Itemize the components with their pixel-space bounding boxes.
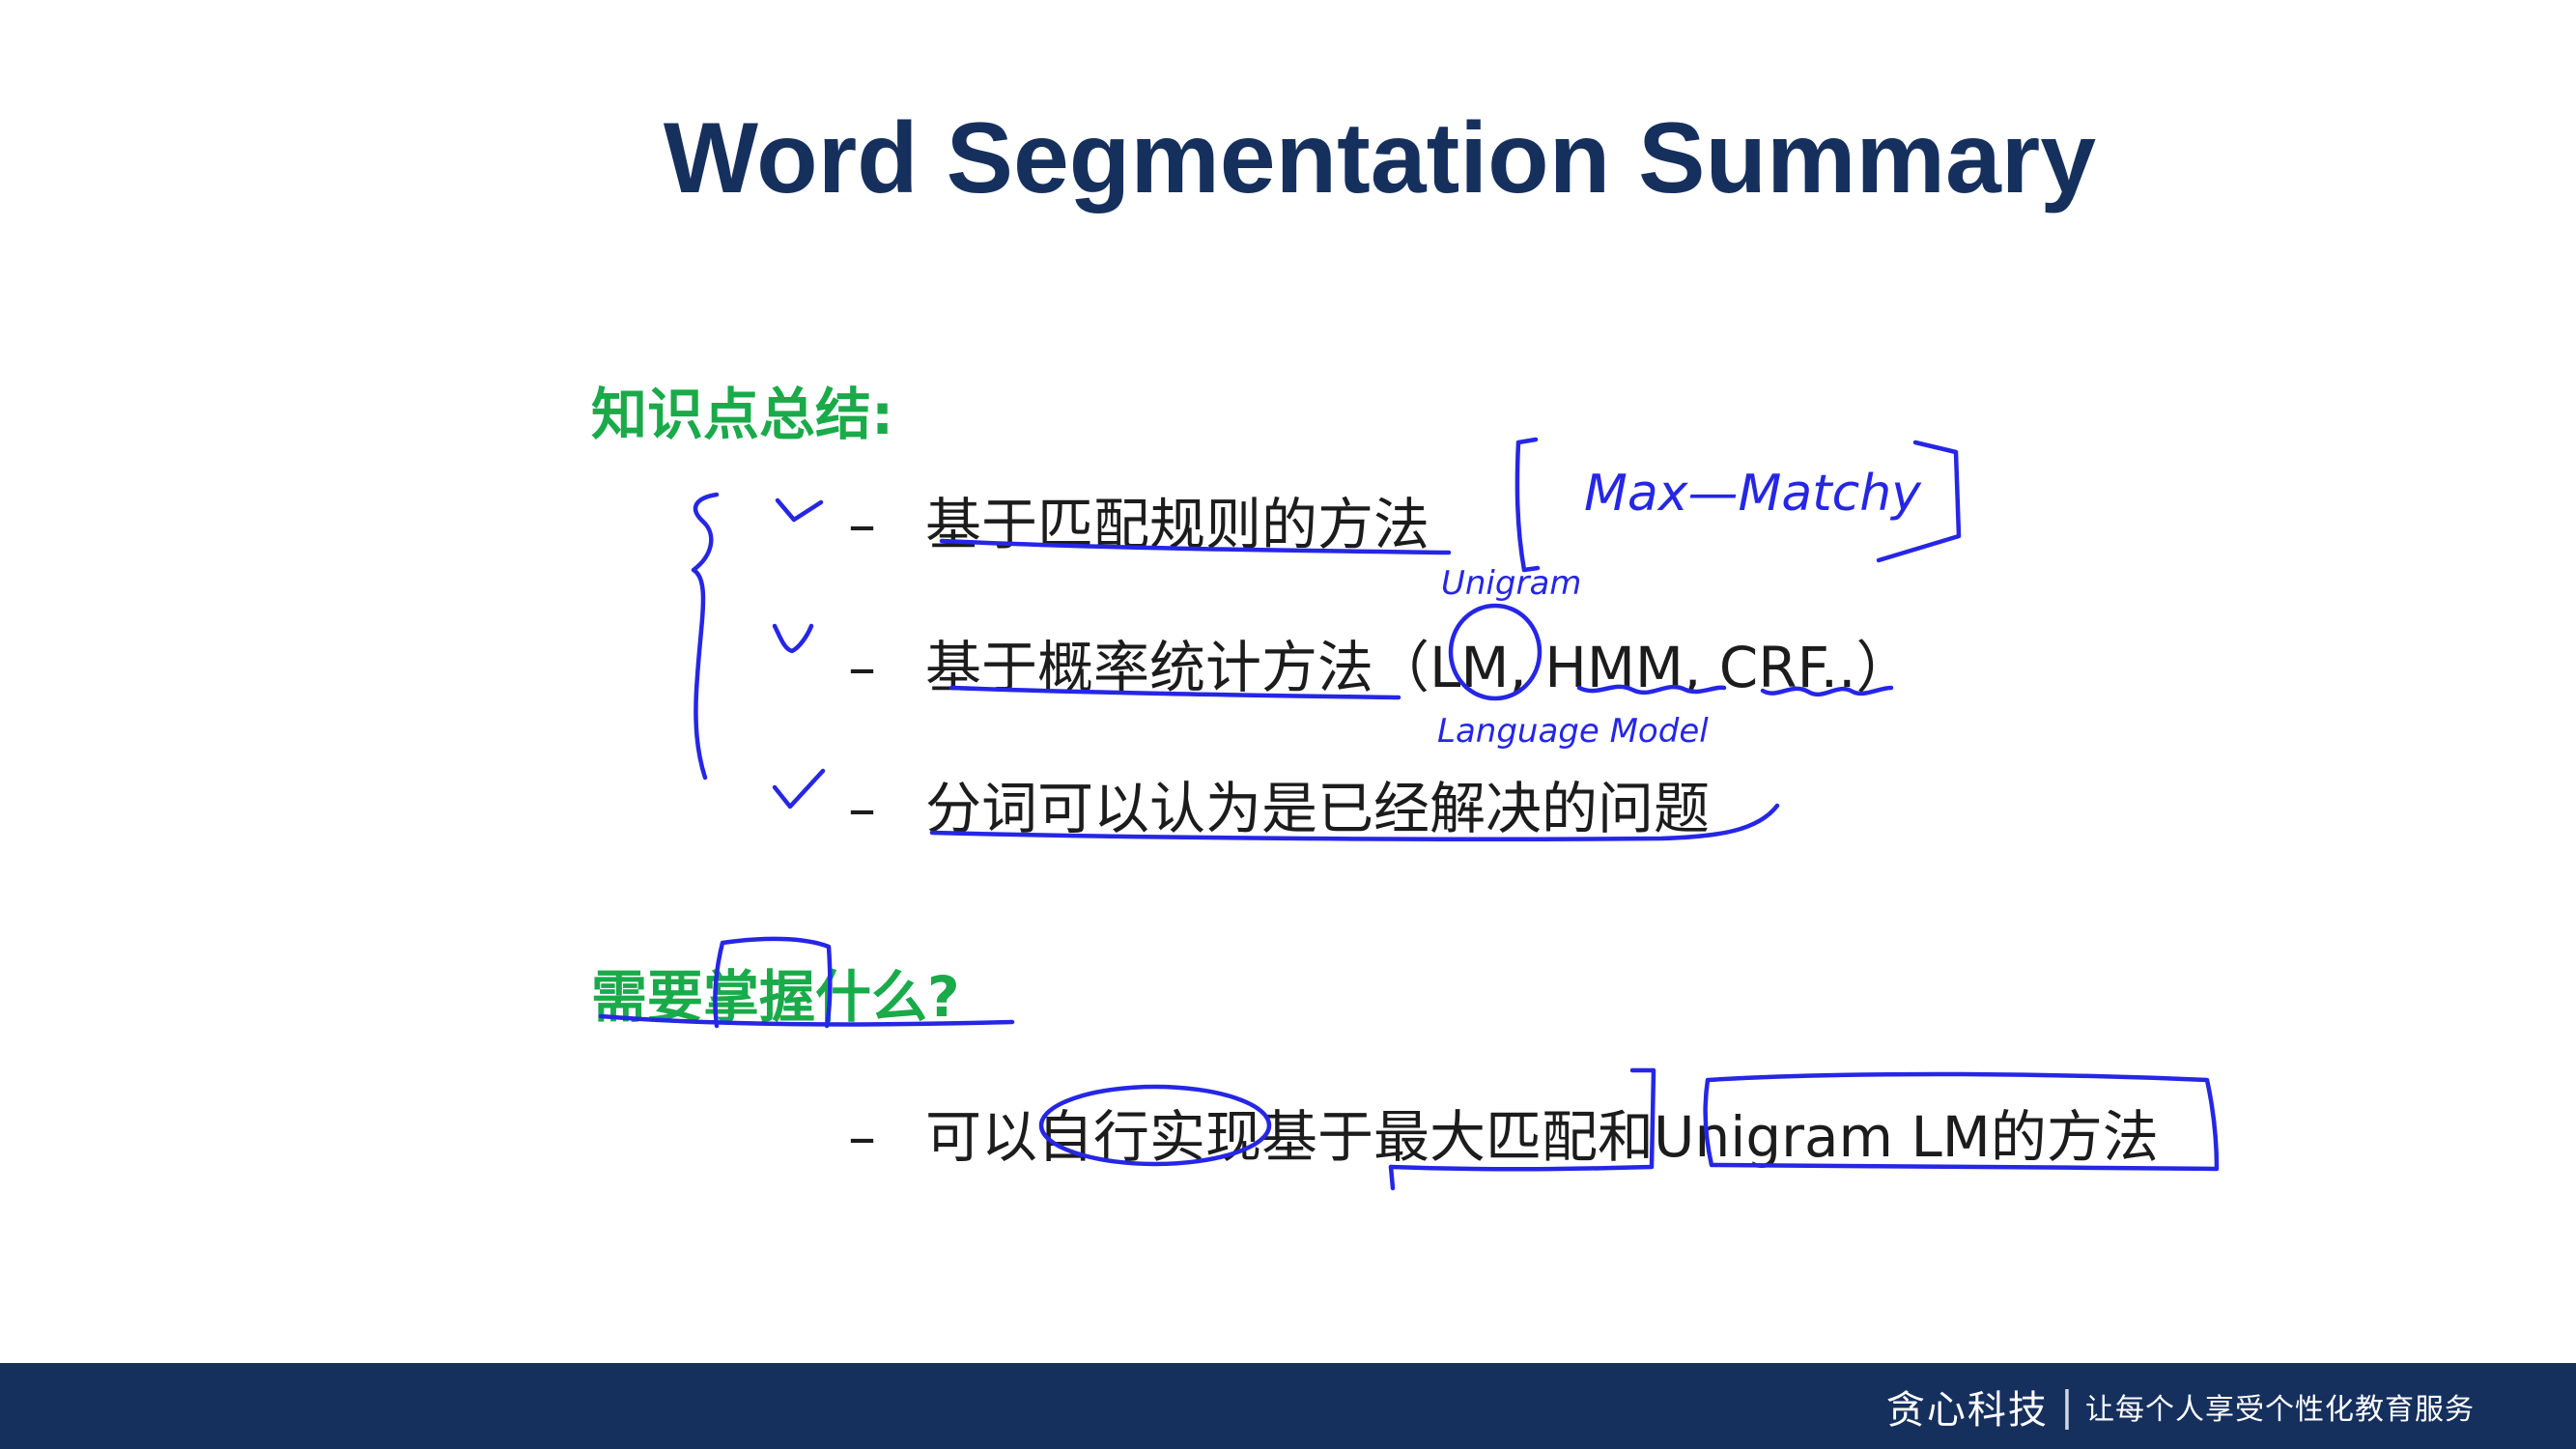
bullet-dash: – <box>848 635 876 700</box>
checkmark <box>775 497 824 523</box>
bullet-text: 可以自行实现基于最大匹配和Unigram LM的方法 <box>925 1104 2159 1170</box>
bullet-dash: – <box>848 1104 876 1170</box>
bullet-item: –基于概率统计方法（LM, HMM, CRF..） <box>848 622 1912 703</box>
brand-slogan: 让每个人享受个性化教育服务 <box>2085 1392 2475 1427</box>
bullet-dash: – <box>848 492 876 557</box>
bullet-item: –分词可以认为是已经解决的问题 <box>848 763 1710 844</box>
bracket-max-match-right <box>1876 440 1962 563</box>
checkmark <box>772 768 826 810</box>
bullet-dash: – <box>848 776 876 841</box>
footer-bar: 贪心科技 | 让每个人享受个性化教育服务 <box>0 1363 2576 1449</box>
handwritten-language-model: Language Model <box>1437 712 1709 751</box>
bullet-item: –可以自行实现基于最大匹配和Unigram LM的方法 <box>848 1092 2159 1173</box>
handwritten-max-match: Max—Matchy <box>1584 465 1922 523</box>
left-curly-brace <box>691 492 720 781</box>
section-heading-summary: 知识点总结: <box>591 382 894 447</box>
bullet-text: 分词可以认为是已经解决的问题 <box>925 776 1711 841</box>
slide-title: Word Segmentation Summary <box>663 102 2097 214</box>
bullet-text: 基于概率统计方法（LM, HMM, CRF..） <box>925 635 1912 700</box>
checkmark <box>772 623 814 654</box>
brand-name: 贪心科技 <box>1885 1387 2049 1433</box>
footer-brand: 贪心科技 | 让每个人享受个性化教育服务 <box>1886 1363 2475 1449</box>
section-heading-requirements: 需要掌握什么? <box>591 964 960 1030</box>
handwritten-unigram: Unigram <box>1441 564 1581 603</box>
brand-separator: | <box>2059 1382 2074 1430</box>
bracket-max-match-left <box>1514 437 1541 573</box>
bullet-item: –基于匹配规则的方法 <box>848 479 1430 560</box>
bullet-text: 基于匹配规则的方法 <box>925 492 1430 557</box>
